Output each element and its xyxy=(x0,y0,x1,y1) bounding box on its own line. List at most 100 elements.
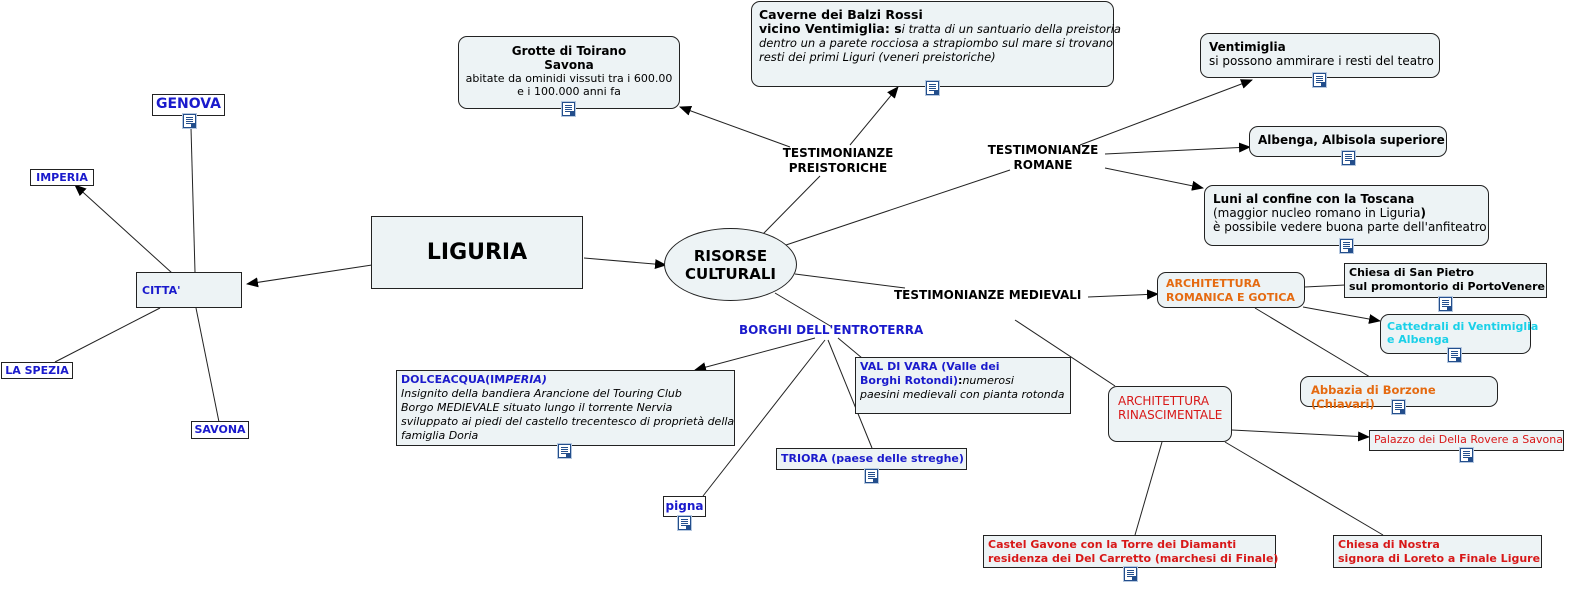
node-luni[interactable]: Luni al confine con la Toscana (maggior … xyxy=(1204,185,1489,246)
node-risorse-culturali[interactable]: RISORSE CULTURALI xyxy=(664,228,797,301)
node-san-pietro[interactable]: Chiesa di San Pietro sul promontorio di … xyxy=(1344,263,1547,298)
node-text: ) xyxy=(1420,206,1426,220)
link-citta-imperia xyxy=(74,184,173,274)
link-rinascimentale-castel xyxy=(1134,441,1163,536)
node-castel-gavone[interactable]: Castel Gavone con la Torre dei Diamanti … xyxy=(983,535,1279,568)
document-icon[interactable] xyxy=(1313,73,1326,87)
label-testimonianze-medievali: TESTIMONIANZE MEDIEVALI xyxy=(894,288,1082,302)
document-icon[interactable] xyxy=(183,114,196,128)
link-rinascimentale-nostra xyxy=(1224,441,1384,536)
node-line: paesini medievali con pianta rotonda xyxy=(860,388,1065,401)
node-citta-label: CITTA' xyxy=(142,284,181,297)
node-cattedrali[interactable]: Cattedrali di Ventimiglia e Albenga xyxy=(1380,314,1538,354)
node-line: dentro un a parete rocciosa a strapiombo… xyxy=(759,36,1114,50)
document-icon[interactable] xyxy=(1448,348,1461,362)
node-text: i tratta di un santuario della preistori… xyxy=(901,22,1121,36)
document-icon[interactable] xyxy=(1340,239,1353,253)
node-pigna[interactable]: pigna xyxy=(663,496,706,517)
node-la-spezia[interactable]: LA SPEZIA xyxy=(1,362,73,379)
node-line: e i 100.000 anni fa xyxy=(517,85,621,98)
node-ventimiglia[interactable]: Ventimiglia si possono ammirare i resti … xyxy=(1200,33,1440,78)
node-line: Borgo MEDIEVALE situato lungo il torrent… xyxy=(401,401,673,414)
node-savona[interactable]: SAVONA xyxy=(191,421,249,439)
link-romane-albenga xyxy=(1104,142,1251,155)
node-liguria[interactable]: LIGURIA xyxy=(371,216,583,289)
node-title: Borghi Rotondi) xyxy=(860,374,959,387)
node-line: abitate da ominidi vissuti tra i 600.00 xyxy=(465,72,673,85)
node-imperia-label: IMPERIA xyxy=(36,171,88,184)
link-romane-luni xyxy=(1104,167,1204,191)
node-line: Luni al confine con la Toscana xyxy=(1213,192,1415,206)
node-line: Ventimiglia xyxy=(1209,40,1286,54)
node-line: e Albenga xyxy=(1387,333,1450,346)
link-risorse-preistoriche xyxy=(762,175,821,235)
link-citta-laspezia xyxy=(54,307,161,363)
node-chiesa-nostra-signora[interactable]: Chiesa di Nostra signora di Loreto a Fin… xyxy=(1333,535,1542,568)
document-icon[interactable] xyxy=(865,469,878,483)
document-icon[interactable] xyxy=(678,516,691,530)
label-testimonianze-romane: TESTIMONIANZE ROMANE xyxy=(983,143,1103,173)
document-icon[interactable] xyxy=(1460,448,1473,462)
document-icon[interactable] xyxy=(558,444,571,458)
node-title: : xyxy=(958,374,963,387)
node-caverne-balzi-rossi[interactable]: Caverne dei Balzi Rossi vicino Ventimigl… xyxy=(751,1,1121,87)
label-line: TESTIMONIANZE xyxy=(782,146,894,160)
link-romanica-borzone xyxy=(1254,307,1371,378)
link-risorse-borghi xyxy=(774,292,833,328)
link-romanica-cattedrali xyxy=(1302,306,1381,324)
node-line: signora di Loreto a Finale Ligure xyxy=(1338,552,1541,565)
label-line: PREISTORICHE xyxy=(788,161,888,175)
node-title: PERIA) xyxy=(505,373,547,386)
link-rinascimentale-palazzo xyxy=(1231,429,1370,442)
node-line: si possono ammirare i resti del teatro xyxy=(1209,54,1434,68)
link-citta-genova xyxy=(190,127,196,273)
node-dolceacqua[interactable]: DOLCEACQUA(IMPERIA) Insignito della band… xyxy=(396,370,735,446)
document-icon[interactable] xyxy=(1342,151,1355,165)
node-triora-label: TRIORA (paese delle streghe) xyxy=(781,452,964,465)
node-val-di-vara[interactable]: VAL DI VARA (Valle dei Borghi Rotondi):n… xyxy=(855,357,1071,414)
node-la-spezia-label: LA SPEZIA xyxy=(5,364,69,377)
node-line: resti dei primi Liguri (veneri preistori… xyxy=(759,50,996,64)
link-preistoriche-caverne xyxy=(849,86,899,146)
document-icon[interactable] xyxy=(562,102,575,116)
link-medievali-romanica xyxy=(1087,289,1159,300)
label-testimonianze-preistoriche: TESTIMONIANZE PREISTORICHE xyxy=(778,146,898,176)
node-line: residenza dei Del Carretto (marchesi di … xyxy=(988,552,1279,565)
document-icon[interactable] xyxy=(926,81,939,95)
node-palazzo-label: Palazzo dei Della Rovere a Savona xyxy=(1374,433,1563,446)
document-icon[interactable] xyxy=(1392,400,1405,414)
link-liguria-citta xyxy=(246,264,373,288)
link-risorse-romane xyxy=(785,169,1011,246)
node-architettura-romanica[interactable]: ARCHITETTURA ROMANICA E GOTICA xyxy=(1157,272,1305,308)
link-romanica-sanpietro xyxy=(1304,284,1346,288)
node-line: VAL DI VARA (Valle dei xyxy=(860,360,1000,373)
node-liguria-label: LIGURIA xyxy=(426,239,528,265)
link-romane-ventimiglia xyxy=(1079,79,1253,146)
node-line: RISORSE xyxy=(693,247,768,265)
node-borzone-label: Abbazia di Borzone (Chiavari) xyxy=(1311,383,1436,411)
node-architettura-rinascimentale[interactable]: ARCHITETTURA RINASCIMENTALE xyxy=(1108,386,1232,442)
node-line: CULTURALI xyxy=(685,265,776,283)
node-triora[interactable]: TRIORA (paese delle streghe) xyxy=(776,448,967,470)
node-line: sul promontorio di PortoVenere xyxy=(1349,280,1545,293)
link-liguria-risorse xyxy=(583,257,667,270)
node-line: ARCHITETTURA xyxy=(1118,394,1210,408)
node-genova[interactable]: GENOVA xyxy=(152,94,225,116)
node-line: Chiesa di San Pietro xyxy=(1349,266,1474,279)
node-abbazia-borzone[interactable]: Abbazia di Borzone (Chiavari) xyxy=(1300,376,1498,411)
node-pigna-label: pigna xyxy=(665,499,704,513)
node-palazzo-della-rovere[interactable]: Palazzo dei Della Rovere a Savona xyxy=(1369,430,1564,451)
node-line: sviluppato ai piedi del castello trecent… xyxy=(401,415,735,428)
node-line: è possibile vedere buona parte dell'anfi… xyxy=(1213,220,1487,234)
node-imperia[interactable]: IMPERIA xyxy=(30,169,94,186)
node-line: Grotte di Toirano xyxy=(511,44,627,58)
node-savona-label: SAVONA xyxy=(194,423,246,436)
node-genova-label: GENOVA xyxy=(155,96,222,112)
document-icon[interactable] xyxy=(1124,567,1137,581)
node-text: (maggior nucleo romano in Liguria xyxy=(1213,206,1421,220)
node-albenga-label: Albenga, Albisola superiore xyxy=(1258,133,1445,147)
node-citta[interactable]: CITTA' xyxy=(136,272,242,308)
document-icon[interactable] xyxy=(1439,297,1452,311)
node-grotte-toirano[interactable]: Grotte di Toirano Savona abitate da omin… xyxy=(458,36,680,109)
link-borghi-dolceacqua xyxy=(694,337,816,372)
